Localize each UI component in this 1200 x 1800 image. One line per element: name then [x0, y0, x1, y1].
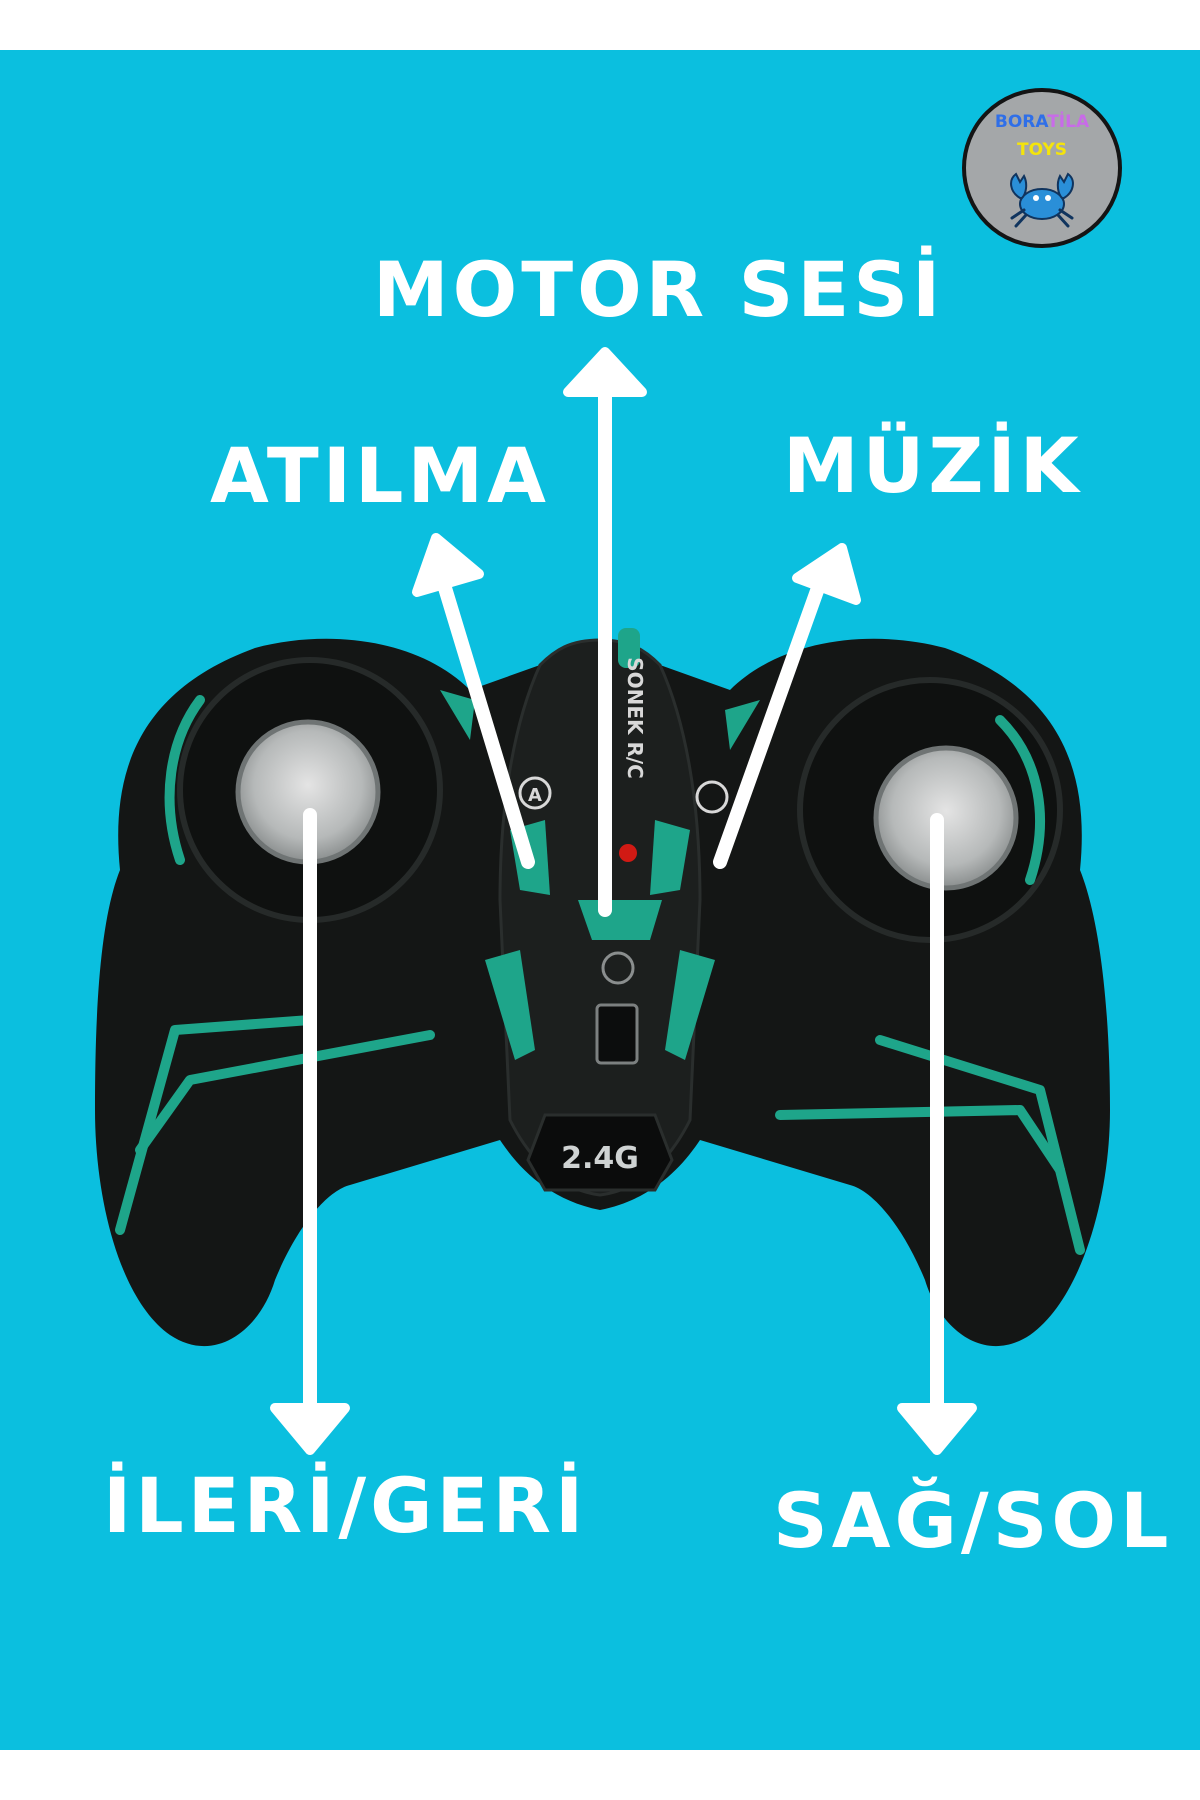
motor-sesi-label: MOTOR SESİ [373, 245, 945, 334]
atilma-arrow [412, 533, 535, 869]
boratila-toys-logo: BORATİLA TOYS [962, 88, 1122, 248]
power-switch [595, 1003, 639, 1065]
logo-text-bora: BORA [994, 112, 1048, 132]
ileri-geri-label: İLERİ/GERİ [103, 1461, 588, 1550]
frequency-label: 2.4G [561, 1141, 639, 1176]
motor-arrow [563, 347, 647, 917]
muzik-label: MÜZİK [783, 421, 1083, 510]
remote-body: A SONEK R/C 2.4G [95, 628, 1110, 1347]
muzik-arrow [713, 543, 861, 869]
sag-sol-label: SAĞ/SOL [773, 1476, 1173, 1565]
motor-sesi-button [578, 900, 662, 940]
logo-text-tila: TİLA [1047, 112, 1090, 132]
remote-brand-text: SONEK R/C [623, 657, 647, 779]
ileri-geri-arrow [270, 808, 350, 1455]
muzik-button [650, 820, 690, 895]
logo-text-toys: TOYS [1017, 140, 1067, 160]
sag-sol-arrow [897, 813, 977, 1455]
right-joystick [873, 745, 1019, 891]
svg-text:A: A [528, 785, 542, 806]
crab-icon [1010, 172, 1074, 228]
atilma-label: ATILMA [210, 431, 550, 520]
